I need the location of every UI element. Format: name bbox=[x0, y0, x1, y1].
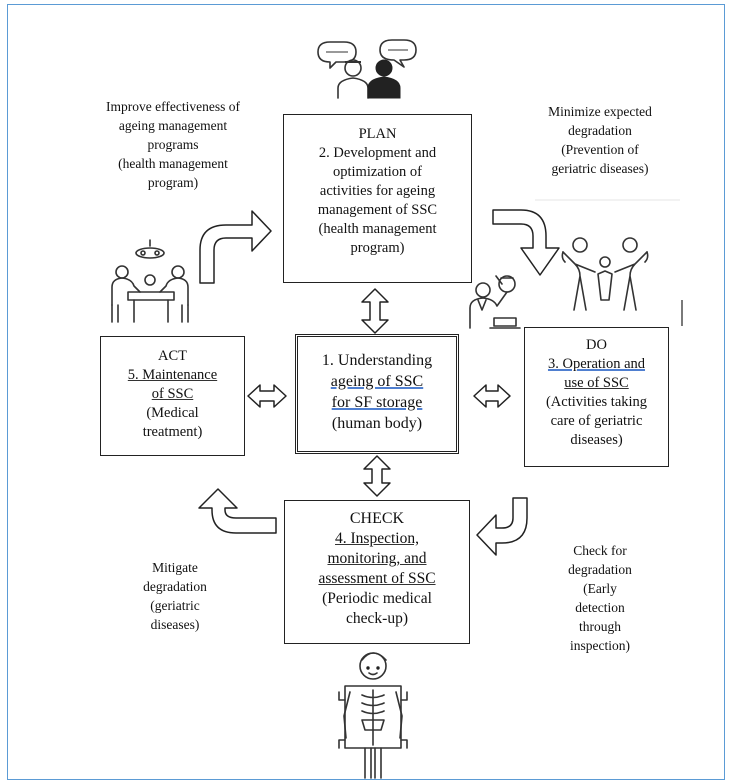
family-holding-hands-icon bbox=[561, 237, 649, 311]
check-title: CHECK bbox=[349, 510, 405, 527]
surgery-team-icon bbox=[111, 239, 189, 323]
arrow-check-to-act bbox=[198, 488, 277, 534]
arrow-center-check bbox=[363, 455, 391, 497]
act-title: ACT bbox=[158, 348, 187, 364]
arrow-do-to-check bbox=[476, 497, 528, 556]
doctor-patient-conversation-icon bbox=[317, 39, 417, 99]
act-box: ACT 5. Maintenance of SSC (Medical treat… bbox=[100, 336, 245, 456]
note-check-for: Check for degradation (Early detection t… bbox=[568, 543, 632, 653]
note-minimize: Minimize expected degradation (Preventio… bbox=[548, 104, 652, 176]
plan-title: PLAN bbox=[358, 126, 397, 142]
note-improve: Improve effectiveness of ageing manageme… bbox=[106, 99, 240, 190]
check-box: CHECK 4. Inspection, monitoring, and ass… bbox=[284, 500, 470, 644]
do-box: DO 3. Operation and use of SSC (Activiti… bbox=[524, 327, 669, 467]
arrow-center-do bbox=[473, 384, 511, 408]
figure-frame bbox=[7, 4, 725, 780]
arrow-plan-to-do bbox=[492, 209, 560, 276]
arrow-act-center bbox=[247, 384, 287, 408]
plan-box: PLAN 2. Development and optimization of … bbox=[283, 114, 472, 283]
do-title: DO bbox=[586, 337, 607, 353]
center-box: 1. Understanding ageing of SSC for SF st… bbox=[295, 334, 459, 454]
xray-body-scan-icon bbox=[338, 652, 408, 779]
researcher-globe-icon bbox=[469, 275, 521, 329]
arrow-act-to-plan bbox=[199, 210, 272, 284]
note-mitigate: Mitigate degradation (geriatric diseases… bbox=[143, 560, 207, 632]
arrow-plan-center bbox=[361, 288, 389, 334]
